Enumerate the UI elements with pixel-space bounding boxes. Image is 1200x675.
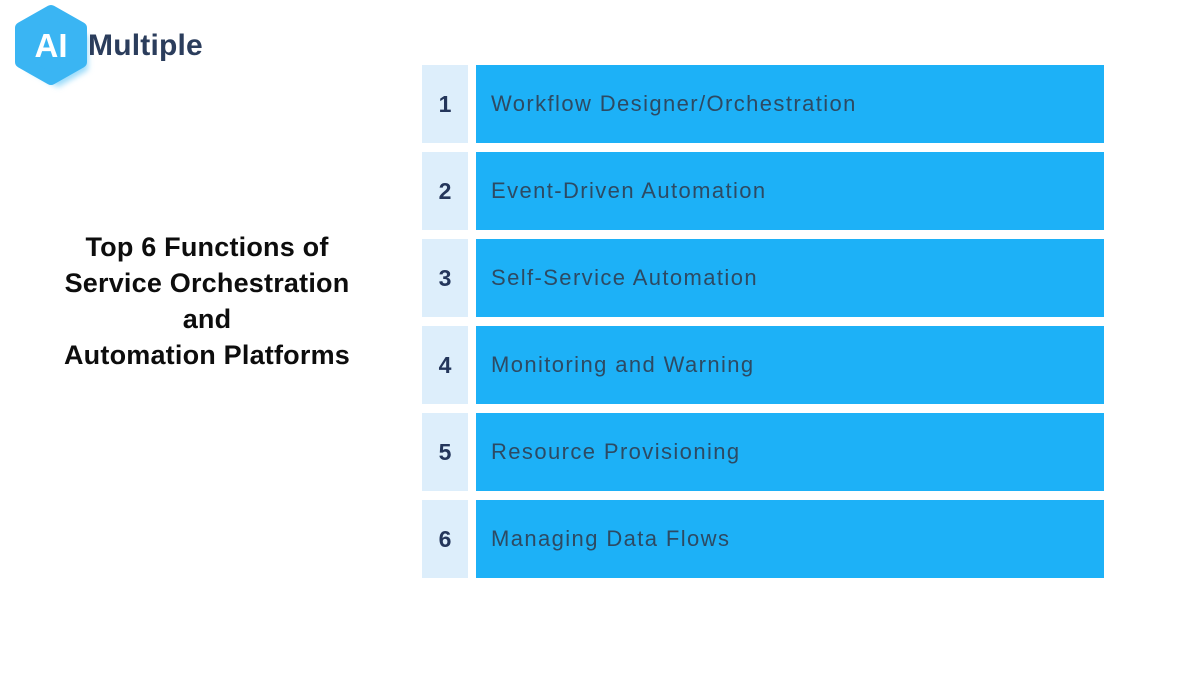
item-label: Self-Service Automation (491, 265, 758, 290)
title-line-3: and (182, 304, 232, 334)
hexagon-shape (15, 5, 87, 85)
item-label: Managing Data Flows (491, 526, 731, 551)
list-item: 1 Workflow Designer/Orchestration (422, 65, 1104, 143)
item-label: Resource Provisioning (491, 439, 741, 464)
item-bar: Resource Provisioning (476, 413, 1104, 491)
list-item: 3 Self-Service Automation (422, 239, 1104, 317)
list-item: 6 Managing Data Flows (422, 500, 1104, 578)
item-label: Workflow Designer/Orchestration (491, 91, 857, 116)
item-bar: Self-Service Automation (476, 239, 1104, 317)
item-number: 6 (422, 500, 468, 578)
item-label: Monitoring and Warning (491, 352, 755, 377)
item-number: 2 (422, 152, 468, 230)
title-line-1: Top 6 Functions of (85, 232, 329, 262)
item-bar: Event-Driven Automation (476, 152, 1104, 230)
infographic-title: Top 6 Functions of Service Orchestration… (30, 229, 384, 373)
logo-ai-text: AI (35, 27, 68, 64)
hexagon-logo-icon: AI (15, 5, 88, 87)
item-bar: Monitoring and Warning (476, 326, 1104, 404)
aimultiple-logo: AI Multiple (10, 4, 203, 94)
title-line-4: Automation Platforms (63, 340, 350, 370)
item-number: 4 (422, 326, 468, 404)
function-list: 1 Workflow Designer/Orchestration 2 Even… (422, 65, 1104, 578)
item-label: Event-Driven Automation (491, 178, 767, 203)
item-number: 1 (422, 65, 468, 143)
list-item: 5 Resource Provisioning (422, 413, 1104, 491)
item-bar: Managing Data Flows (476, 500, 1104, 578)
title-line-2: Service Orchestration (64, 268, 350, 298)
list-item: 4 Monitoring and Warning (422, 326, 1104, 404)
brand-name: Multiple (88, 29, 203, 62)
list-item: 2 Event-Driven Automation (422, 152, 1104, 230)
item-bar: Workflow Designer/Orchestration (476, 65, 1104, 143)
item-number: 3 (422, 239, 468, 317)
item-number: 5 (422, 413, 468, 491)
